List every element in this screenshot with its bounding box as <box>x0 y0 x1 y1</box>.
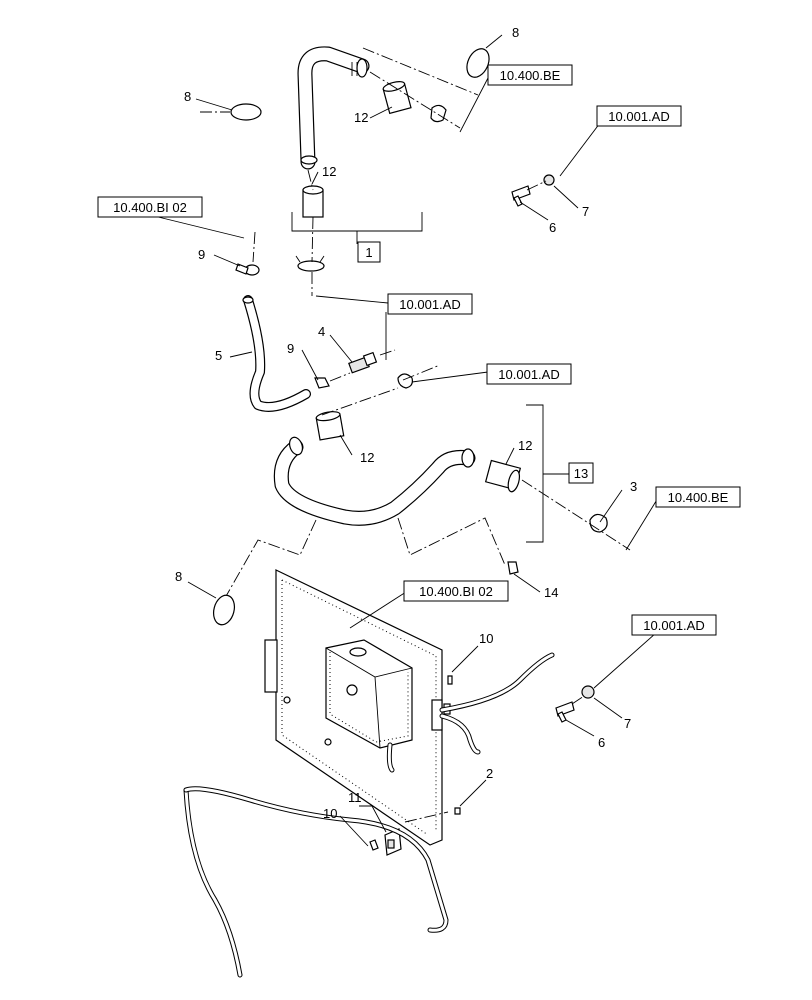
ref-box-10400bi02-lower: 10.400.BI 02 <box>403 580 509 602</box>
callout-8-lower: 8 <box>175 569 182 584</box>
svg-text:10.400.BE: 10.400.BE <box>500 68 561 83</box>
callout-11: 11 <box>348 790 362 805</box>
svg-text:10.400.BI 02: 10.400.BI 02 <box>113 200 187 215</box>
svg-text:10.001.AD: 10.001.AD <box>399 297 460 312</box>
callout-12-lower-left: 12 <box>360 450 374 465</box>
callout-12-vertical: 12 <box>322 164 336 179</box>
fitting-9-upper <box>235 263 260 276</box>
callout-2: 2 <box>486 766 493 781</box>
ref-box-10400be-top: 10.400.BE <box>487 64 573 86</box>
ref-box-10400be-lower: 10.400.BE <box>655 486 741 508</box>
clamp-3 <box>589 513 608 533</box>
clamp-top <box>430 104 447 123</box>
clamp-10001ad-mid <box>397 373 413 389</box>
sleeve-12-lower-right <box>484 459 522 493</box>
clamp-mid <box>295 255 325 272</box>
callout-10-upper: 10 <box>479 631 493 646</box>
o-ring-8-top <box>466 48 490 78</box>
svg-text:13: 13 <box>574 466 588 481</box>
nozzle-6-upper <box>511 185 531 207</box>
callout-12-lower-right: 12 <box>518 438 532 453</box>
screw-10-upper <box>447 675 453 685</box>
small-hose-5 <box>242 295 311 412</box>
screw-10-lower <box>369 839 379 851</box>
svg-text:1: 1 <box>365 245 372 260</box>
svg-text:10.001.AD: 10.001.AD <box>608 109 669 124</box>
check-valve-7-upper <box>543 174 555 186</box>
o-ring-8-lower <box>212 594 236 626</box>
callout-8-top: 8 <box>512 25 519 40</box>
callout-10-lower: 10 <box>323 806 337 821</box>
ref-box-1: 1 <box>357 241 381 263</box>
ref-box-10001ad-bottom: 10.001.AD <box>631 614 717 636</box>
callout-6-upper: 6 <box>549 220 556 235</box>
callout-7-upper: 7 <box>582 204 589 219</box>
svg-text:10.001.AD: 10.001.AD <box>498 367 559 382</box>
ref-box-10001ad-mid: 10.001.AD <box>387 293 473 315</box>
screw-2 <box>454 807 461 815</box>
sleeve-12-lower-left <box>315 411 345 441</box>
callout-6-lower: 6 <box>598 735 605 750</box>
callout-4: 4 <box>318 324 325 339</box>
fitting-14 <box>507 561 519 575</box>
lower-bent-hose <box>273 436 476 526</box>
bracket-11 <box>384 828 402 856</box>
fitting-9-lower <box>314 377 330 389</box>
check-valve-7-lower <box>581 685 595 699</box>
callout-3: 3 <box>630 479 637 494</box>
o-ring-8-left <box>230 103 262 121</box>
bracket-13 <box>526 404 544 543</box>
nozzle-6-lower <box>555 701 575 723</box>
callout-9-upper: 9 <box>198 247 205 262</box>
callout-8-left: 8 <box>184 89 191 104</box>
svg-text:10.400.BI 02: 10.400.BI 02 <box>419 584 493 599</box>
ref-box-10001ad-top: 10.001.AD <box>596 105 682 127</box>
callout-12-top: 12 <box>354 110 368 125</box>
ref-box-10400bi02-top: 10.400.BI 02 <box>97 196 203 218</box>
sleeve-12-vertical <box>302 185 324 218</box>
valve-4 <box>348 351 378 374</box>
callout-7-lower: 7 <box>624 716 631 731</box>
svg-text:10.400.BE: 10.400.BE <box>668 490 729 505</box>
sleeve-12-top <box>382 81 412 115</box>
callout-14: 14 <box>544 585 558 600</box>
washer-fluid-tank <box>325 639 413 773</box>
upper-elbow-hose <box>297 46 370 170</box>
ref-box-10001ad-lower: 10.001.AD <box>486 363 572 385</box>
callout-5: 5 <box>215 348 222 363</box>
tank-harness <box>439 652 555 755</box>
ref-box-13: 13 <box>568 462 594 484</box>
callout-9-lower: 9 <box>287 341 294 356</box>
svg-text:10.001.AD: 10.001.AD <box>643 618 704 633</box>
